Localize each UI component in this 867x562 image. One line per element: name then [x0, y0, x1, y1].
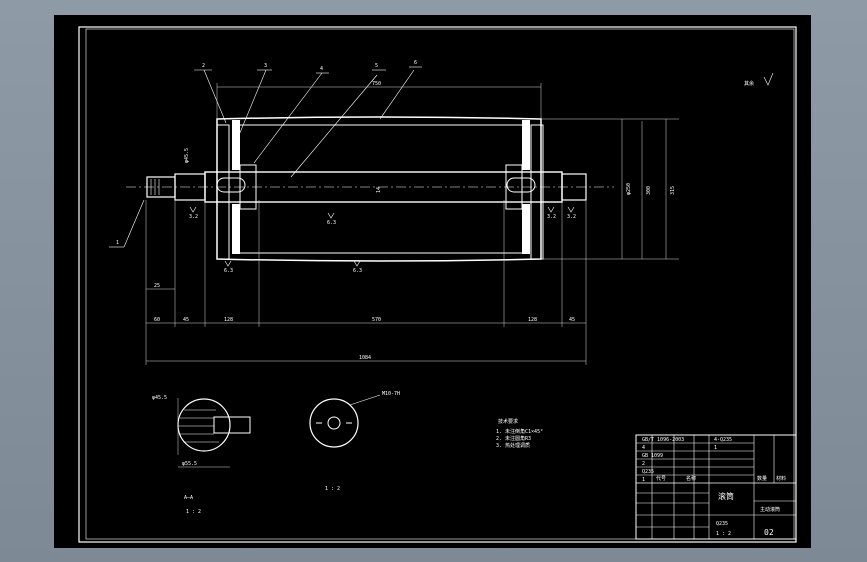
dim-m10: M10-7H	[382, 391, 400, 397]
dim-570: 570	[372, 317, 381, 323]
dim-250: φ250	[626, 183, 632, 195]
shaft	[146, 171, 587, 203]
tb-qty-header: 数量	[757, 475, 767, 482]
tb-row-5: Q235	[642, 469, 654, 475]
end-view	[309, 394, 381, 448]
title-block	[635, 434, 797, 540]
section-a-scale: 1 : 2	[186, 509, 201, 515]
dim-128-right: 128	[528, 317, 537, 323]
section-a-dim-top: φ45.5	[152, 395, 167, 401]
dim-45-left: 45	[183, 317, 189, 323]
drawing-viewport[interactable]: 2 3 4 5 6 1 750 1084 570 128 128 45 45 6…	[54, 15, 811, 548]
tb-row-3: GB 1099	[642, 453, 663, 459]
balloon-1: 1	[116, 240, 119, 246]
tb-part-name: 滚筒	[718, 491, 734, 501]
balloon-leaders: 2 3 4 5 6 1	[109, 60, 422, 248]
tb-row-7: 4-Q235	[714, 437, 732, 443]
dim-315: 315	[670, 186, 676, 195]
dim-25: 25	[154, 283, 160, 289]
tb-name-header: 名称	[686, 475, 696, 482]
tb-row-4: 2	[642, 461, 645, 467]
dim-45-right: 45	[569, 317, 575, 323]
tb-row-1: GB/T 1096-2003	[642, 437, 684, 443]
cad-drawing[interactable]: 2 3 4 5 6 1 750 1084 570 128 128 45 45 6…	[54, 15, 811, 548]
roughness-5: 3.2	[547, 214, 556, 220]
inner-border	[85, 28, 795, 540]
tb-scale: 1 : 2	[716, 531, 731, 537]
tb-row-8: 1	[714, 445, 717, 451]
tb-drawing-no: 02	[764, 528, 774, 537]
dim-300: 300	[646, 186, 652, 195]
dim-key-depth: 14	[376, 187, 382, 193]
roughness-1: 3.2	[189, 214, 198, 220]
roughness-3: 6.3	[224, 268, 233, 274]
balloon-6: 6	[414, 60, 417, 66]
section-a-label: A—A	[184, 495, 193, 501]
surface-mark-label: 其余	[744, 80, 754, 87]
end-view-scale: 1 : 2	[325, 486, 340, 492]
section-a-dim-bottom: φ55.5	[182, 461, 197, 467]
dim-1084: 1084	[359, 355, 371, 361]
balloon-4: 4	[320, 66, 323, 72]
right-end-plate	[505, 120, 544, 260]
dim-60: 60	[154, 317, 160, 323]
dim-750: 750	[372, 81, 381, 87]
tb-row-2: 4	[642, 445, 645, 451]
notes-title: 技术要求	[498, 418, 518, 425]
left-end-plate	[216, 120, 257, 260]
roughness-2: 6.3	[327, 220, 336, 226]
tb-material-header: 材料	[776, 475, 786, 482]
balloon-5: 5	[375, 63, 378, 69]
drawing-border	[78, 26, 797, 543]
roughness-6: 3.2	[567, 214, 576, 220]
roughness-symbols	[189, 72, 774, 267]
note-3: 3. 热处理调质	[496, 442, 530, 449]
balloon-2: 2	[202, 63, 205, 69]
tb-dept: 主动滚筒	[760, 506, 780, 513]
tb-code-header: 代号	[656, 475, 666, 482]
roughness-4: 6.3	[353, 268, 362, 274]
dimension-lines	[145, 83, 679, 365]
tb-material: Q235	[716, 521, 728, 527]
section-a-view	[177, 398, 251, 468]
dim-shaft-dia: φ45.5	[184, 148, 190, 163]
dim-128-left: 128	[224, 317, 233, 323]
note-1: 1. 未注倒角C1×45°	[496, 428, 543, 435]
balloon-3: 3	[264, 63, 267, 69]
note-2: 2. 未注圆角R3	[496, 435, 531, 442]
tb-row-6: 1	[642, 477, 645, 483]
